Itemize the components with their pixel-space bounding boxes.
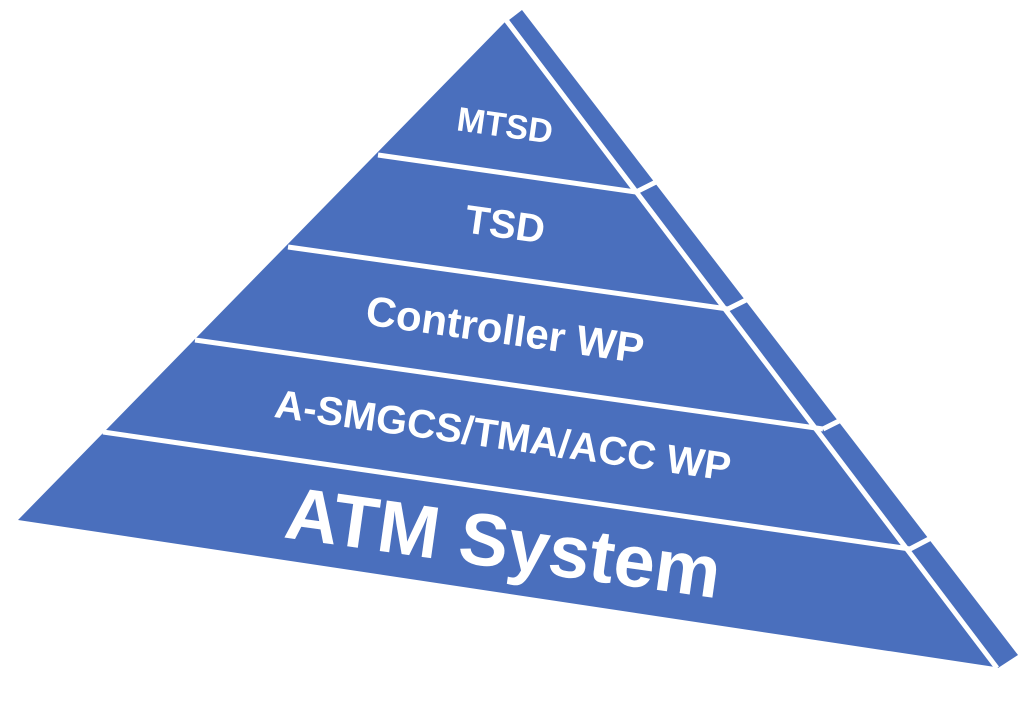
divider-2-side	[726, 295, 752, 312]
divider-4	[102, 429, 911, 552]
divider-1	[377, 152, 637, 195]
divider-4-side	[908, 535, 933, 552]
pyramid-side-face	[509, 10, 1018, 668]
level-dividers	[102, 152, 933, 552]
divider-1-side	[634, 178, 660, 195]
pyramid-edge-line	[504, 18, 999, 670]
pyramid-front-face	[18, 22, 995, 667]
divider-3	[194, 337, 824, 432]
divider-2	[287, 244, 729, 312]
divider-3-side	[821, 415, 847, 432]
